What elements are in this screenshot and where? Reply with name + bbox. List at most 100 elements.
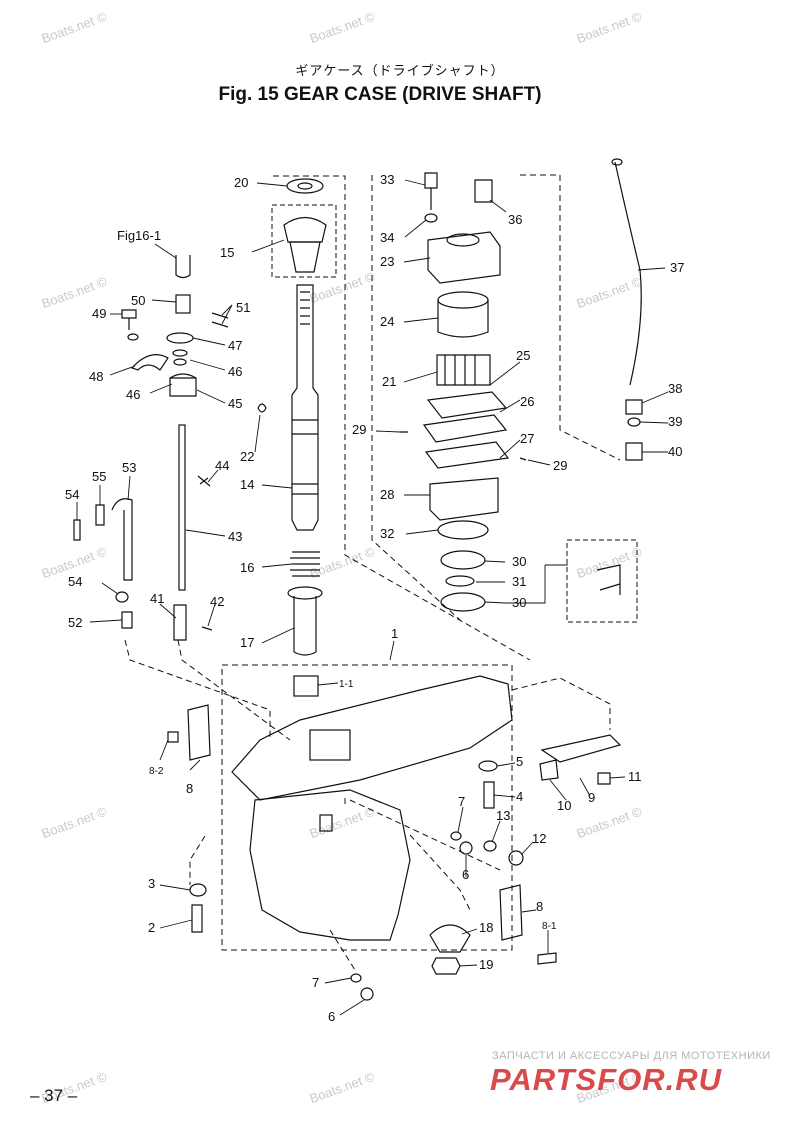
- part-2: [191, 904, 203, 933]
- part-37: [614, 161, 642, 386]
- callout-25: 25: [516, 348, 530, 363]
- callout-8-1: 8-1: [542, 921, 557, 932]
- part-6b: [360, 987, 374, 1001]
- assembly-guide-lines: [124, 174, 621, 971]
- callout-54a: 54: [65, 487, 79, 502]
- callout-12: 12: [532, 831, 546, 846]
- callout-27: 27: [520, 431, 534, 446]
- part-49-washer: [127, 333, 139, 341]
- part-20: [286, 178, 324, 194]
- part-3: [189, 883, 207, 897]
- part-48: [130, 354, 169, 371]
- part-42: [201, 626, 213, 631]
- callout-18: 18: [479, 920, 493, 935]
- reference-fig16-1: Fig16-1: [117, 228, 161, 243]
- part-14-splines: [300, 291, 310, 325]
- part-12: [508, 850, 524, 866]
- callout-4: 4: [516, 789, 523, 804]
- callout-54b: 54: [68, 574, 82, 589]
- callout-1: 1: [391, 626, 398, 641]
- callout-55: 55: [92, 469, 106, 484]
- part-23-top: [446, 233, 480, 247]
- part-51: [211, 312, 229, 328]
- callout-45: 45: [228, 396, 242, 411]
- callout-6a: 6: [462, 867, 469, 882]
- callout-19: 19: [479, 957, 493, 972]
- part-41: [173, 604, 187, 641]
- callout-41: 41: [150, 591, 164, 606]
- part-25: [426, 391, 508, 419]
- part-13: [483, 840, 497, 852]
- callout-7b: 7: [312, 975, 319, 990]
- callout-8-2: 8-2: [149, 766, 164, 777]
- callout-39: 39: [668, 414, 682, 429]
- callout-9: 9: [588, 790, 595, 805]
- callout-2: 2: [148, 920, 155, 935]
- part-1-1: [293, 675, 319, 697]
- part-53: [111, 498, 133, 581]
- callout-16: 16: [240, 560, 254, 575]
- part-43: [178, 424, 186, 591]
- callout-29b: 29: [553, 458, 567, 473]
- part-15-teeth: [289, 241, 321, 273]
- callout-3: 3: [148, 876, 155, 891]
- part-17-top: [287, 586, 323, 600]
- callout-33: 33: [380, 172, 394, 187]
- part-28: [429, 477, 499, 521]
- callout-15: 15: [220, 245, 234, 260]
- figure-title: Fig. 15 GEAR CASE (DRIVE SHAFT): [218, 84, 542, 105]
- callout-7a: 7: [458, 794, 465, 809]
- part-30-detail-frame: [566, 539, 638, 623]
- part-10: [539, 759, 559, 781]
- japanese-title: ギアケース（ドライブシャフト）: [295, 64, 505, 79]
- callout-40: 40: [668, 444, 682, 459]
- part-30b: [440, 592, 486, 612]
- callout-49: 49: [92, 306, 106, 321]
- callout-22: 22: [240, 449, 254, 464]
- part-8-2: [167, 731, 179, 743]
- callout-46a: 46: [228, 364, 242, 379]
- callout-46b: 46: [126, 387, 140, 402]
- part-17: [293, 596, 317, 656]
- callout-5: 5: [516, 754, 523, 769]
- part-1-top: [231, 675, 513, 801]
- part-9: [540, 734, 622, 763]
- page-number: – 37 –: [30, 1086, 78, 1105]
- part-21: [436, 354, 491, 386]
- callout-47: 47: [228, 338, 242, 353]
- part-27: [424, 441, 510, 469]
- part-8a: [187, 704, 211, 761]
- callout-43: 43: [228, 529, 242, 544]
- part-6a: [459, 841, 473, 855]
- callout-32: 32: [380, 526, 394, 541]
- part-38: [625, 399, 643, 415]
- callout-51: 51: [236, 300, 250, 315]
- part-26: [422, 414, 508, 443]
- callout-21: 21: [382, 374, 396, 389]
- footer-tagline: ЗАПЧАСТИ И АКСЕССУАРЫ ДЛЯ МОТОТЕХНИКИ: [492, 1050, 771, 1062]
- callout-1-1: 1-1: [339, 679, 354, 690]
- part-5: [478, 760, 498, 772]
- callout-17: 17: [240, 635, 254, 650]
- part-19: [431, 957, 461, 975]
- callout-31: 31: [512, 574, 526, 589]
- part-30-detail: [596, 564, 621, 595]
- part-55: [95, 504, 105, 526]
- part-7b: [350, 973, 362, 983]
- part-54b: [115, 591, 129, 603]
- callout-30b: 30: [512, 595, 526, 610]
- part-30a: [440, 550, 486, 570]
- callout-38: 38: [668, 381, 682, 396]
- part-14: [291, 284, 319, 531]
- callout-42: 42: [210, 594, 224, 609]
- part-20-hole: [297, 182, 313, 190]
- part-7a: [450, 831, 462, 841]
- footer-logo: PARTSFOR.RU: [490, 1062, 723, 1097]
- part-1-window: [319, 814, 333, 832]
- callout-8a: 8: [186, 781, 193, 796]
- part-33: [424, 172, 438, 210]
- part-54a: [73, 519, 81, 541]
- callout-30a: 30: [512, 554, 526, 569]
- callout-44: 44: [215, 458, 229, 473]
